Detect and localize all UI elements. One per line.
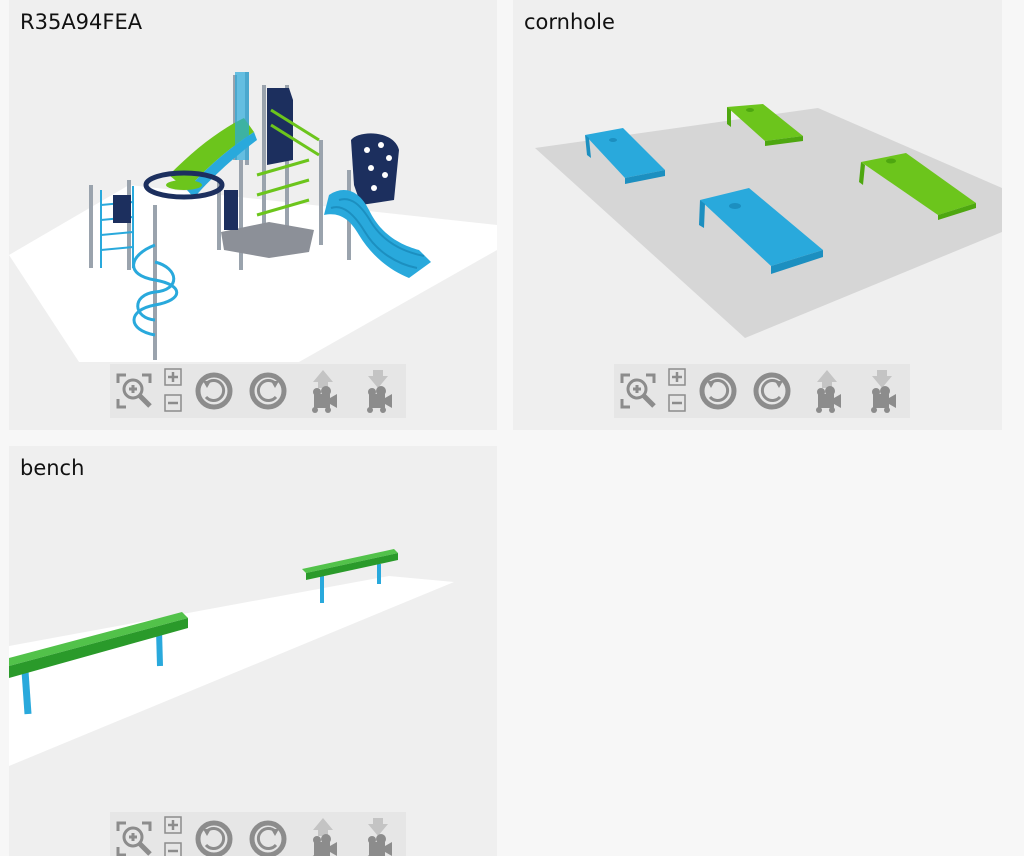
- rotate-left-icon[interactable]: [698, 371, 738, 411]
- camera-down-icon[interactable]: [865, 368, 899, 414]
- camera-up-icon[interactable]: [810, 368, 844, 414]
- viewer-title: bench: [20, 456, 85, 480]
- viewer-card-bench: bench: [9, 446, 497, 856]
- rotate-right-icon[interactable]: [248, 819, 288, 856]
- rotate-left-icon[interactable]: [194, 371, 234, 411]
- rotate-left-icon[interactable]: [194, 819, 234, 856]
- minus-icon[interactable]: [668, 394, 686, 412]
- rotate-right-icon[interactable]: [752, 371, 792, 411]
- plus-icon[interactable]: [668, 368, 686, 386]
- zoom-extents-icon[interactable]: [618, 371, 658, 411]
- 3d-viewport-bench[interactable]: [9, 446, 497, 856]
- zoom-extents-icon[interactable]: [114, 819, 154, 856]
- viewer-card-cornhole: cornhole: [513, 0, 1002, 430]
- minus-icon[interactable]: [164, 394, 182, 412]
- camera-down-icon[interactable]: [361, 816, 395, 856]
- viewer-title: R35A94FEA: [20, 10, 143, 34]
- plus-icon[interactable]: [164, 816, 182, 834]
- viewer-title: cornhole: [524, 10, 615, 34]
- camera-up-icon[interactable]: [306, 816, 340, 856]
- 3d-viewport-playground[interactable]: [9, 0, 497, 430]
- viewer-toolbar: [110, 364, 406, 418]
- zoom-extents-icon[interactable]: [114, 371, 154, 411]
- camera-up-icon[interactable]: [306, 368, 340, 414]
- 3d-viewport-cornhole[interactable]: [513, 0, 1002, 430]
- rotate-right-icon[interactable]: [248, 371, 288, 411]
- viewer-toolbar: [614, 364, 910, 418]
- viewer-card-playground: R35A94FEA: [9, 0, 497, 430]
- camera-down-icon[interactable]: [361, 368, 395, 414]
- minus-icon[interactable]: [164, 842, 182, 856]
- plus-icon[interactable]: [164, 368, 182, 386]
- viewer-toolbar: [110, 812, 406, 856]
